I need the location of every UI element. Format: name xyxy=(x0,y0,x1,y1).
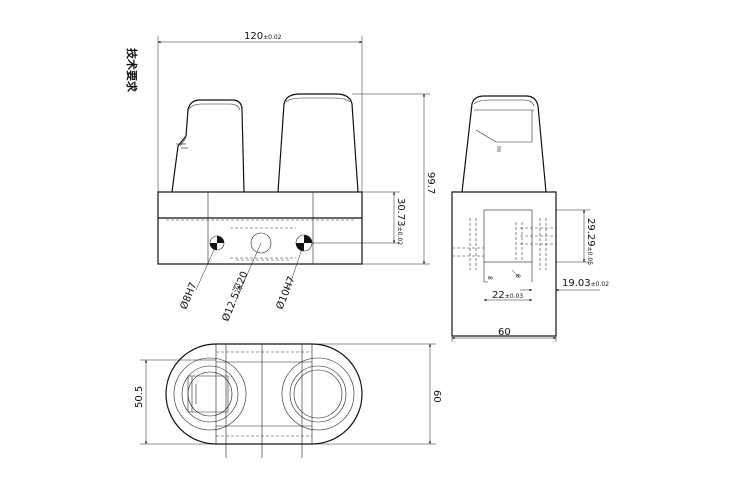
top-outline xyxy=(165,343,363,445)
dim-top-depth: 60 xyxy=(431,390,442,403)
dim-side-height: 29.29±0.05 xyxy=(585,218,596,265)
dim-top-height: 50.5 xyxy=(134,386,145,408)
label-hole-left: Ø8H7 xyxy=(178,281,200,312)
side-base xyxy=(451,191,557,337)
label-hole-right: Ø10H7 xyxy=(274,275,298,311)
front-left-cup xyxy=(171,99,245,193)
front-right-cup xyxy=(277,93,359,193)
label-hole-center: Ø12.5深20 xyxy=(220,270,251,324)
dim-side-small-a: 8 xyxy=(486,276,493,280)
dim-side-width: 60 xyxy=(498,327,511,338)
dim-front-height: 99.7 xyxy=(425,172,436,194)
dim-front-width: 120±0.02 xyxy=(244,31,282,42)
dim-side-slot: 22±0.03 xyxy=(492,290,523,301)
side-cup xyxy=(461,95,547,193)
hole-center xyxy=(250,232,272,254)
side-view: 29.29±0.05 8 6 22±0.03 19.03±0.02 60 xyxy=(451,95,609,342)
front-base xyxy=(157,191,363,265)
drawing-title: 技术要求 xyxy=(125,48,139,93)
hole-left-mark xyxy=(209,235,225,251)
dim-side-small-b: 6 xyxy=(514,274,521,278)
front-view: 120±0.02 99.7 30.73±0.02 Ø8H7 Ø12.5深20 Ø… xyxy=(157,31,436,324)
dim-hole-depth: 30.73±0.02 xyxy=(395,198,406,245)
dim-side-offset: 19.03±0.02 xyxy=(562,278,609,289)
top-view: 50.5 60 xyxy=(134,343,442,458)
